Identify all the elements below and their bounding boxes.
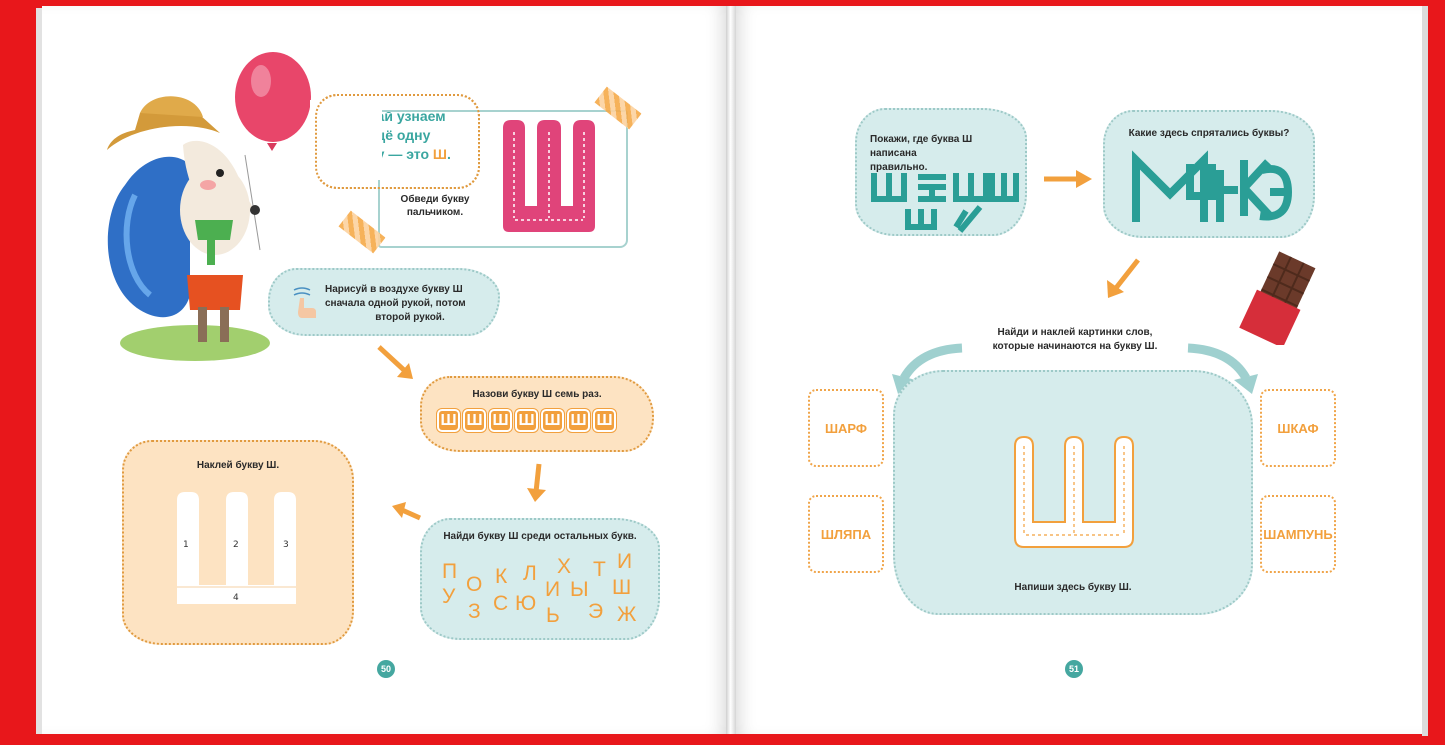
correct-writing-text: Покажи, где буква Ш написана правильно. — [870, 133, 1020, 175]
intro-letter: Ш — [432, 146, 447, 162]
scatter-letter: Х — [557, 555, 572, 578]
find-pics-line-1: Найди и наклей картинки слов, — [997, 327, 1153, 338]
scatter-letter: О — [466, 573, 483, 596]
find-text: Найди букву Ш среди остальных букв. — [443, 531, 637, 542]
sticker-num-2: 2 — [233, 540, 239, 550]
arrow-icon-4 — [1044, 170, 1092, 188]
curved-arrow-left — [892, 343, 963, 394]
air-drawing-text: Нарисуй в воздухе букву Ш сначала одной … — [325, 283, 495, 325]
hidden-letters-text: Какие здесь спрятались буквы? — [1128, 128, 1290, 139]
sha-box: Ш — [437, 409, 460, 432]
scatter-letter: З — [468, 600, 481, 623]
write-guide-sha — [1014, 435, 1134, 548]
find-letter-bubble — [420, 518, 660, 640]
air-line-3: второй рукой. — [375, 312, 445, 323]
scatter-letter: Ж — [617, 603, 637, 626]
sticker-num-1: 1 — [183, 540, 189, 550]
name-text: Назови букву Ш семь раз. — [472, 389, 602, 400]
trace-text: Обведи букву пальчиком. — [394, 193, 476, 219]
scatter-letter: Ь — [546, 604, 560, 627]
chocolate-illustration — [1239, 251, 1316, 345]
scatter-letter: И — [617, 550, 633, 573]
overlapping-letters — [1132, 150, 1292, 222]
word-tile-wardrobe[interactable]: ШКАФ — [1260, 389, 1336, 467]
page-number-right: 51 — [1065, 660, 1083, 678]
arrow-icon-2 — [527, 463, 546, 502]
air-drawing-bubble — [268, 268, 500, 336]
sticker-num-3: 3 — [283, 540, 289, 550]
sha-box: Ш — [567, 409, 590, 432]
hand-icon — [293, 287, 316, 318]
word-tile-hat[interactable]: ШЛЯПА — [808, 495, 884, 573]
trace-text-1: Обведи букву — [400, 194, 470, 205]
book-spine — [726, 6, 736, 734]
sha-box: Ш — [515, 409, 538, 432]
book-edge-right — [1422, 6, 1428, 736]
sticker-text: Наклей букву Ш. — [196, 460, 280, 471]
page-number-left: 50 — [377, 660, 395, 678]
book-edge-left — [36, 8, 42, 734]
hedgehog-illustration — [107, 52, 311, 361]
sha-box: Ш — [593, 409, 616, 432]
curved-arrow-right — [1187, 343, 1258, 394]
intro-line-3b: . — [446, 146, 451, 162]
trace-letter-sha — [503, 120, 595, 232]
correct-line-1: Покажи, где буква Ш написана — [870, 134, 973, 159]
scatter-letter: С — [493, 592, 509, 615]
scatter-letter: Ю — [515, 592, 537, 615]
word-tile-scarf[interactable]: ШАРФ — [808, 389, 884, 467]
air-line-1: Нарисуй в воздухе букву Ш — [325, 284, 463, 295]
find-pics-line-2: которые начинаются на букву Ш. — [992, 341, 1158, 352]
arrow-icon-3 — [392, 502, 422, 521]
sha-box: Ш — [489, 409, 512, 432]
scatter-letter: У — [442, 585, 456, 608]
word-tile-shampoo[interactable]: ШАМПУНЬ — [1260, 495, 1336, 573]
sha-box: Ш — [541, 409, 564, 432]
correct-line-2: правильно. — [870, 162, 928, 173]
scatter-letter: Т — [593, 558, 606, 581]
find-pictures-text: Найди и наклей картинки слов, которые на… — [960, 326, 1190, 354]
scatter-letter: Ш — [612, 576, 632, 599]
scatter-letter: Ы — [570, 578, 589, 601]
arrow-icon-5 — [1107, 258, 1140, 298]
sticker-num-4: 4 — [233, 593, 239, 603]
sticker-outline-sha — [177, 492, 296, 604]
air-line-2: сначала одной рукой, потом — [325, 298, 466, 309]
scatter-letter: Л — [523, 562, 537, 585]
scatter-letter: Э — [588, 600, 604, 623]
correct-writing-bubble — [855, 108, 1027, 236]
sha-variants — [871, 173, 1019, 233]
scatter-letter: И — [545, 578, 561, 601]
arrow-icon-1 — [377, 345, 413, 379]
sha-box: Ш — [463, 409, 486, 432]
write-text: Напиши здесь букву Ш. — [1014, 582, 1132, 593]
intro-bubble-outline — [315, 94, 480, 189]
scatter-letter: К — [495, 565, 508, 588]
trace-text-2: пальчиком. — [406, 207, 464, 218]
scatter-letter: П — [442, 560, 458, 583]
